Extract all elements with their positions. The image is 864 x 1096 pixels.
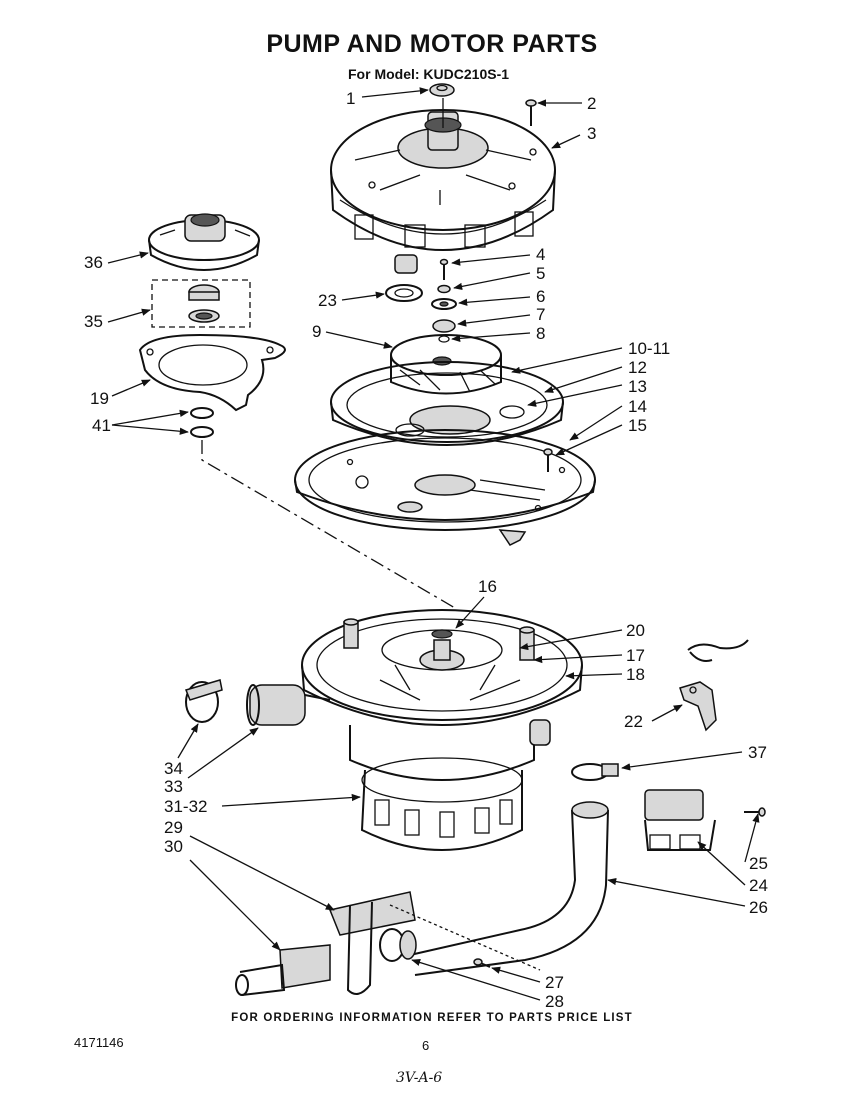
callout-18: 18 [626, 665, 645, 684]
callout-19: 19 [90, 389, 109, 408]
callout-4: 4 [536, 245, 545, 264]
parts-33-34-hose-clamp [184, 679, 331, 726]
part-22-sensor [679, 639, 749, 732]
callout-16: 16 [478, 577, 497, 596]
document-number: 4171146 [74, 1035, 124, 1050]
handwritten-note: 3V-A-6 [396, 1070, 443, 1086]
page-number: 6 [422, 1038, 430, 1053]
callout-7: 7 [536, 305, 545, 324]
callout-22: 22 [624, 712, 643, 731]
callout-12: 12 [628, 358, 647, 377]
callout-2: 2 [587, 94, 596, 113]
part-1-nut [429, 83, 455, 97]
parts-27-30-drain-valve [235, 891, 491, 996]
part-14-base-plate [294, 429, 596, 546]
callout-25: 25 [749, 854, 768, 873]
part-19-gasket [138, 333, 286, 412]
callout-31-32: 31-32 [164, 797, 207, 816]
leader-lines [107, 87, 760, 1001]
callout-26: 26 [749, 898, 768, 917]
callout-17: 17 [626, 646, 645, 665]
callout-10-11: 10-11 [628, 339, 670, 358]
parts-16-20-pump-base [301, 609, 583, 726]
parts-24-25-switch [644, 789, 766, 851]
part-37-clamp [571, 763, 619, 781]
callout-27: 27 [545, 973, 564, 992]
callout-14: 14 [628, 397, 647, 416]
callout-24: 24 [749, 876, 768, 895]
parts-12-13-pump-housing [330, 361, 564, 446]
callout-41: 41 [92, 416, 111, 435]
callout-1: 1 [346, 89, 355, 108]
callout-34: 34 [164, 759, 183, 778]
ordering-info-footer: FOR ORDERING INFORMATION REFER TO PARTS … [231, 1012, 633, 1024]
callout-37: 37 [748, 743, 767, 762]
part-31-32-motor [349, 719, 551, 851]
callout-20: 20 [626, 621, 645, 640]
callout-labels: 1 2 3 4 5 6 7 8 9 10-11 12 13 14 15 16 1… [84, 89, 768, 1011]
callout-3: 3 [587, 124, 596, 143]
callout-36: 36 [84, 253, 103, 272]
callout-5: 5 [536, 264, 545, 283]
callout-28: 28 [545, 992, 564, 1011]
callout-35: 35 [84, 312, 103, 331]
callout-6: 6 [536, 287, 545, 306]
model-subtitle: For Model: KUDC210S-1 [348, 66, 510, 82]
callout-33: 33 [164, 777, 183, 796]
callout-29: 29 [164, 818, 183, 837]
part-35-seal-kit [151, 279, 251, 328]
callout-8: 8 [536, 324, 545, 343]
part-3-motor-cover [330, 98, 556, 274]
part-36-filter-housing [148, 213, 260, 271]
part-41-o-rings [190, 407, 214, 438]
callout-9: 9 [312, 322, 321, 341]
part-23-seal [385, 284, 423, 302]
callout-30: 30 [164, 837, 183, 856]
page-title: PUMP AND MOTOR PARTS [266, 30, 598, 58]
callout-15: 15 [628, 416, 647, 435]
part-2-screw [525, 99, 537, 126]
part-26-drain-hose [409, 801, 609, 976]
parts-4-8-fastener-stack [431, 258, 457, 343]
callout-13: 13 [628, 377, 647, 396]
callout-23: 23 [318, 291, 337, 310]
